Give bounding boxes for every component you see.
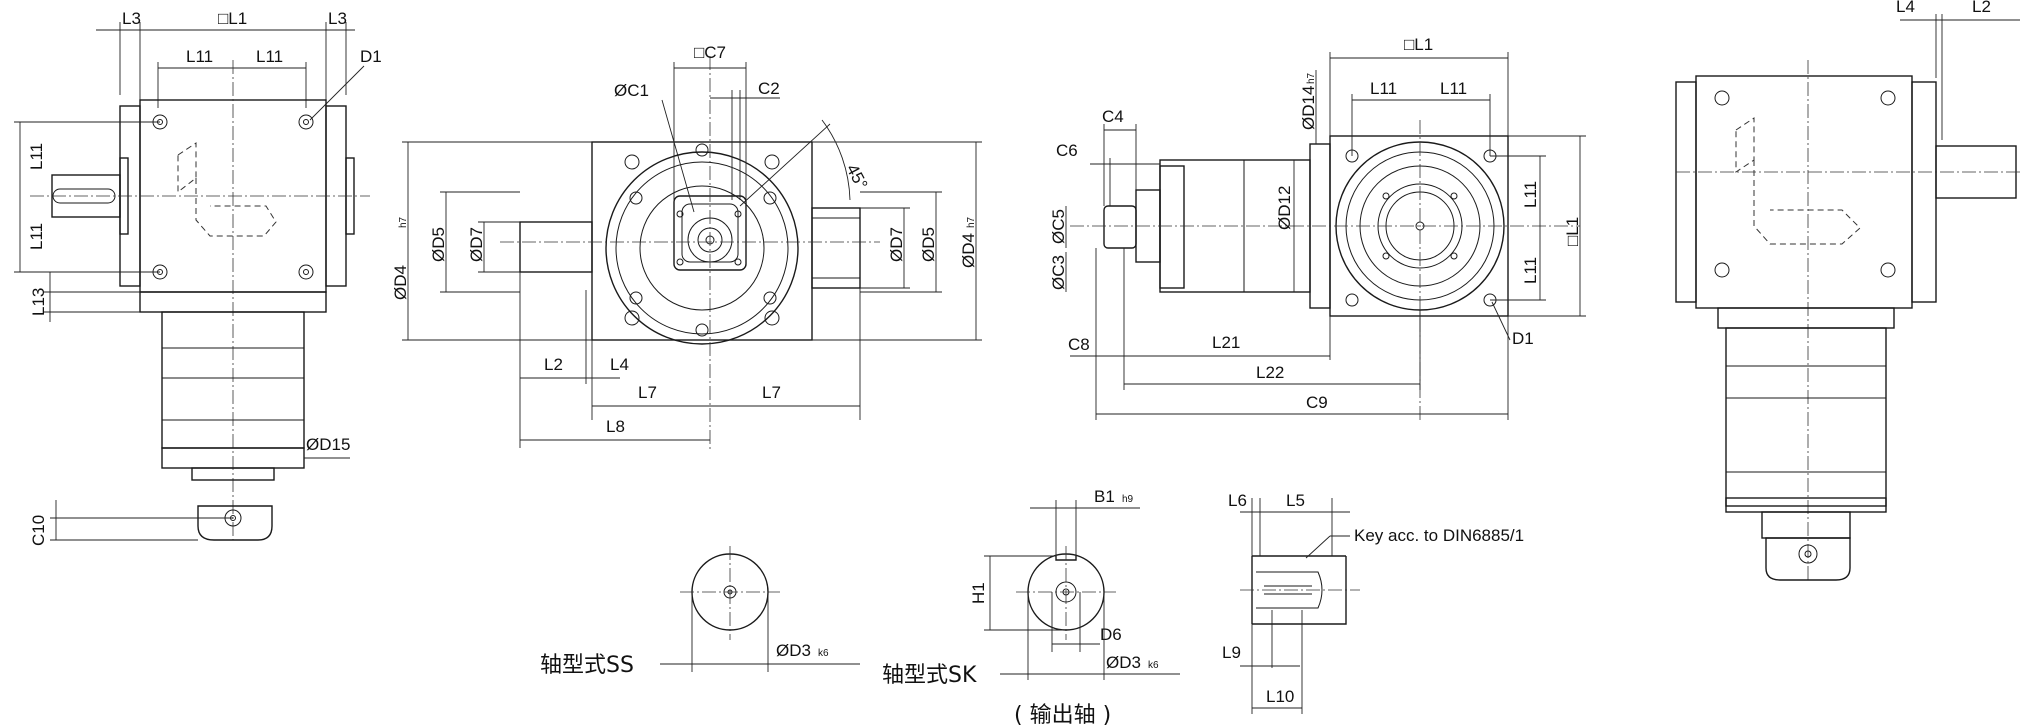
side-view: □L1 L11 L11 ØD14 h7 C4 C6 ØC5 ØC3 ØD12 L… <box>1049 35 1586 420</box>
dim-l22: L22 <box>1256 363 1284 382</box>
dim-l13: L13 <box>29 288 48 316</box>
dim-key-l5: L5 <box>1286 491 1305 510</box>
dim-d4-right: ØD4 <box>959 233 978 268</box>
shaft-ss-view: 轴型式SS ØD3 k6 <box>540 546 860 678</box>
shaft-ss-label: 轴型式SS <box>540 653 634 678</box>
dim-right-l2: L2 <box>1972 0 1991 16</box>
dim-l21: L21 <box>1212 333 1240 352</box>
dim-side-l1-v: □L1 <box>1563 217 1582 246</box>
shaft-sk-view: B1 h9 H1 D6 轴型式SK ØD3 k6 ( 输出轴 ) <box>882 487 1180 728</box>
dim-key-l6: L6 <box>1228 491 1247 510</box>
shaft-sk-label: 轴型式SK <box>882 663 977 688</box>
dim-sk-d3: ØD3 <box>1106 653 1141 672</box>
dim-d5-right: ØD5 <box>919 227 938 262</box>
dim-l4: L4 <box>610 355 629 374</box>
dim-d14: ØD14 <box>1299 86 1318 130</box>
dim-d12: ØD12 <box>1275 186 1294 230</box>
front-view: □C7 C2 ØC1 45° ØD4 h7 ØD5 ØD7 ØD7 <box>391 43 982 450</box>
dim-side-l11-a: L11 <box>1370 79 1397 98</box>
dim-d1: D1 <box>360 47 382 66</box>
dim-side-l11-v2: L11 <box>1521 257 1540 284</box>
dim-l2: L2 <box>544 355 563 374</box>
dim-l3-right: L3 <box>328 9 347 28</box>
dim-d4-left: ØD4 <box>391 265 410 300</box>
dim-c1: ØC1 <box>614 81 649 100</box>
dim-key-l10: L10 <box>1266 687 1294 706</box>
dim-sk-d3-sub: k6 <box>1148 660 1159 671</box>
dim-ss-d3-sub: k6 <box>818 648 829 659</box>
dim-c2: C2 <box>758 79 780 98</box>
dim-d4-right-sub: h7 <box>966 216 977 228</box>
dim-sk-d6: D6 <box>1100 625 1122 644</box>
dim-c5: ØC5 <box>1049 209 1068 244</box>
dim-sk-b1: B1 <box>1094 487 1115 506</box>
dim-ss-d3: ØD3 <box>776 641 811 660</box>
dim-side-l11-v1: L11 <box>1521 181 1540 208</box>
dim-c9: C9 <box>1306 393 1328 412</box>
dim-key-l9: L9 <box>1222 643 1241 662</box>
dim-l11-b: L11 <box>256 47 283 66</box>
dim-right-l4: L4 <box>1896 0 1915 16</box>
dim-c7: □C7 <box>694 43 726 62</box>
dim-d15: ØD15 <box>306 435 350 454</box>
dim-l8: L8 <box>606 417 625 436</box>
dim-d5-left: ØD5 <box>429 227 448 262</box>
dim-side-l1: □L1 <box>1404 35 1433 54</box>
dim-c3: ØC3 <box>1049 255 1068 290</box>
dim-angle-45: 45° <box>842 161 871 193</box>
dim-c8: C8 <box>1068 335 1090 354</box>
dim-sk-h1: H1 <box>969 582 988 604</box>
dim-c4: C4 <box>1102 107 1124 126</box>
dim-d7-left: ØD7 <box>467 227 486 262</box>
dim-l11-v1: L11 <box>27 143 46 170</box>
dim-d7-right: ØD7 <box>887 227 906 262</box>
dim-side-l11-b: L11 <box>1440 79 1467 98</box>
dim-c6: C6 <box>1056 141 1078 160</box>
dim-l11-a: L11 <box>186 47 213 66</box>
dim-side-d1: D1 <box>1512 329 1534 348</box>
dim-l11-v2: L11 <box>27 223 46 250</box>
right-view: L4 L2 <box>1675 0 2020 581</box>
key-detail-view: L6 L5 Key acc. to DIN6885/1 L9 L10 <box>1222 491 1524 714</box>
dim-c10: C10 <box>29 515 48 546</box>
dim-l1: □L1 <box>218 9 247 28</box>
dim-l7-b: L7 <box>762 383 781 402</box>
output-shaft-caption: ( 输出轴 ) <box>1014 703 1111 728</box>
key-note: Key acc. to DIN6885/1 <box>1354 526 1524 545</box>
dim-d14-sub: h7 <box>1306 72 1317 84</box>
dim-d4-left-sub: h7 <box>398 216 409 228</box>
left-view: L3 □L1 L3 L11 L11 D1 <box>14 9 382 546</box>
dim-sk-b1-sub: h9 <box>1122 494 1134 505</box>
dim-l7-a: L7 <box>638 383 657 402</box>
dim-l3-left: L3 <box>122 9 141 28</box>
